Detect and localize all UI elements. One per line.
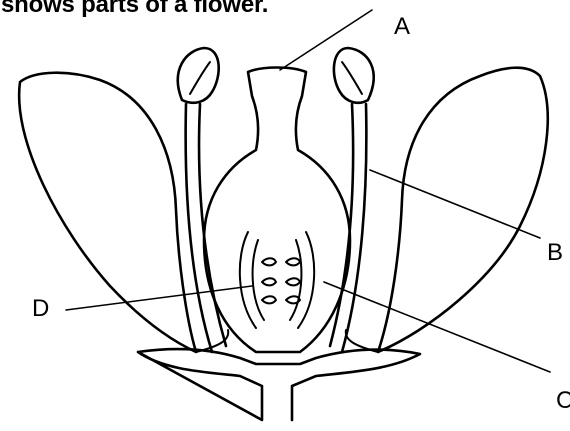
leader-line-a xyxy=(280,10,372,70)
right-petal xyxy=(346,68,548,352)
ovules xyxy=(262,258,300,303)
leader-lines xyxy=(66,10,550,372)
leader-line-d xyxy=(66,286,252,310)
label-b: B xyxy=(547,239,563,266)
receptacle xyxy=(138,349,420,420)
ovary-wall xyxy=(240,232,314,328)
leader-line-c xyxy=(324,282,550,372)
left-petal xyxy=(19,73,228,352)
label-c: C xyxy=(556,387,570,414)
label-d: D xyxy=(32,295,49,322)
pistil xyxy=(204,68,350,353)
leader-line-b xyxy=(370,170,540,238)
caption-text: shows parts of a flower. xyxy=(1,0,268,19)
label-a: A xyxy=(394,13,410,40)
